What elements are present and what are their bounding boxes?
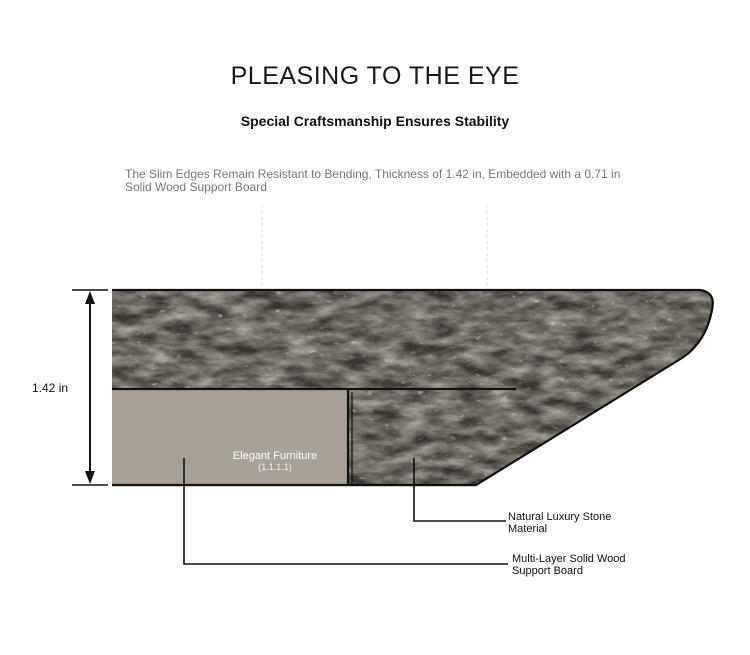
wood-support-board [112, 389, 348, 485]
page-title: PLEASING TO THE EYE [230, 62, 520, 90]
board-brand-label: Elegant Furniture [232, 450, 318, 462]
thickness-label: 1.42 in [32, 381, 69, 395]
wood-leader-line [183, 458, 508, 565]
dim-arrow-up-icon [85, 291, 95, 304]
stone-callout-label: Natural Luxury Stone Material [508, 511, 612, 535]
slab-outline [112, 288, 714, 487]
wood-callout-label: Multi-Layer Solid Wood Support Board [512, 553, 626, 577]
board-brand-sublabel: (1.1.1.1) [258, 462, 292, 472]
page-subtitle: Special Craftsmanship Ensures Stability [240, 113, 510, 129]
dim-arrow-down-icon [85, 471, 95, 484]
description-text: The Slim Edges Remain Resistant to Bendi… [125, 167, 621, 194]
stone-leader-line [413, 458, 506, 522]
